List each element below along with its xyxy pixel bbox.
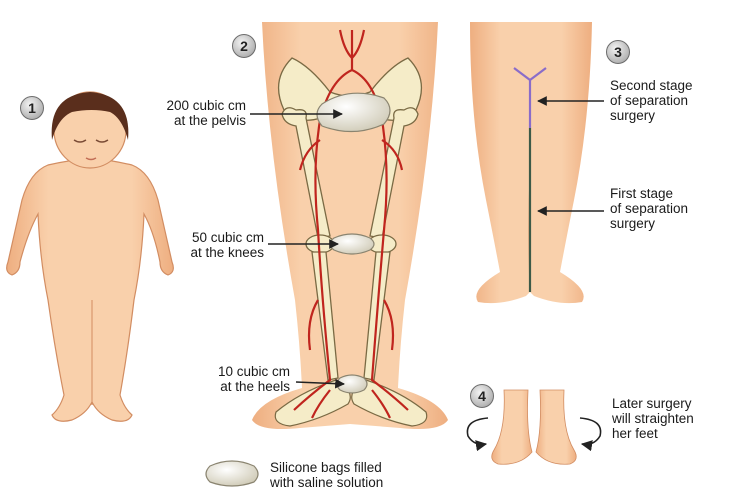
- label-heels: 10 cubic cm at the heels: [218, 364, 290, 394]
- femur-right: [369, 107, 419, 239]
- legend-label: Silicone bags filled with saline solutio…: [270, 460, 383, 490]
- label-knees: 50 cubic cm at the knees: [190, 230, 264, 260]
- label-first-stage: First stage of separation surgery: [610, 186, 688, 231]
- rotate-left-arrow-icon: [466, 417, 489, 452]
- label-knees-line-2: at the knees: [190, 245, 264, 260]
- label-first-stage-line-1: First stage: [610, 186, 674, 201]
- label-pelvis-line-2: at the pelvis: [173, 113, 246, 128]
- bag-pelvis: [316, 92, 391, 133]
- legend-label-line-2: with saline solution: [270, 475, 384, 490]
- arrow-heels: [295, 378, 345, 389]
- label-second-stage: Second stage of separation surgery: [610, 78, 693, 123]
- foot-right-lower: [535, 389, 577, 465]
- label-heels-line-1: 10 cubic cm: [217, 364, 290, 379]
- foot-left-lower: [491, 389, 533, 465]
- legend-label-line-1: Silicone bags filled: [270, 460, 382, 475]
- label-later-surgery-line-3: her feet: [612, 426, 658, 441]
- legs-anatomy-figure: [252, 22, 448, 429]
- baby-body: [6, 157, 174, 422]
- step-badge-1: 1: [20, 96, 44, 120]
- label-second-stage-line-2: of separation: [610, 93, 689, 108]
- step-badge-4: 4: [470, 384, 494, 408]
- label-pelvis-line-1: 200 cubic cm: [166, 98, 246, 113]
- label-first-stage-line-3: surgery: [610, 216, 656, 231]
- baby-eye-left: [73, 139, 87, 143]
- rotate-right-arrow-icon: [579, 417, 602, 452]
- silicone-bag-icon: [205, 460, 259, 487]
- label-later-surgery-line-1: Later surgery: [612, 396, 692, 411]
- label-second-stage-line-1: Second stage: [610, 78, 693, 93]
- label-pelvis: 200 cubic cm at the pelvis: [166, 98, 246, 128]
- label-first-stage-line-2: of separation: [610, 201, 689, 216]
- step-badge-2: 2: [232, 34, 256, 58]
- label-knees-line-1: 50 cubic cm: [191, 230, 264, 245]
- feet-figure: [466, 389, 602, 465]
- baby-mouth: [85, 157, 97, 161]
- incision-legs-figure: [470, 22, 592, 304]
- baby-hair: [51, 92, 129, 140]
- foot-right: [351, 379, 428, 427]
- baby-figure: [6, 91, 174, 422]
- step-badge-3: 3: [606, 40, 630, 64]
- baby-eye-right: [95, 139, 109, 143]
- label-second-stage-line-3: surgery: [610, 108, 656, 123]
- label-heels-line-2: at the heels: [220, 379, 290, 394]
- incision-second-stage: [513, 67, 547, 128]
- label-later-surgery: Later surgery will straighten her feet: [612, 396, 694, 441]
- label-later-surgery-line-2: will straighten: [612, 411, 694, 426]
- femur-left: [281, 107, 331, 239]
- foot-left: [274, 379, 351, 427]
